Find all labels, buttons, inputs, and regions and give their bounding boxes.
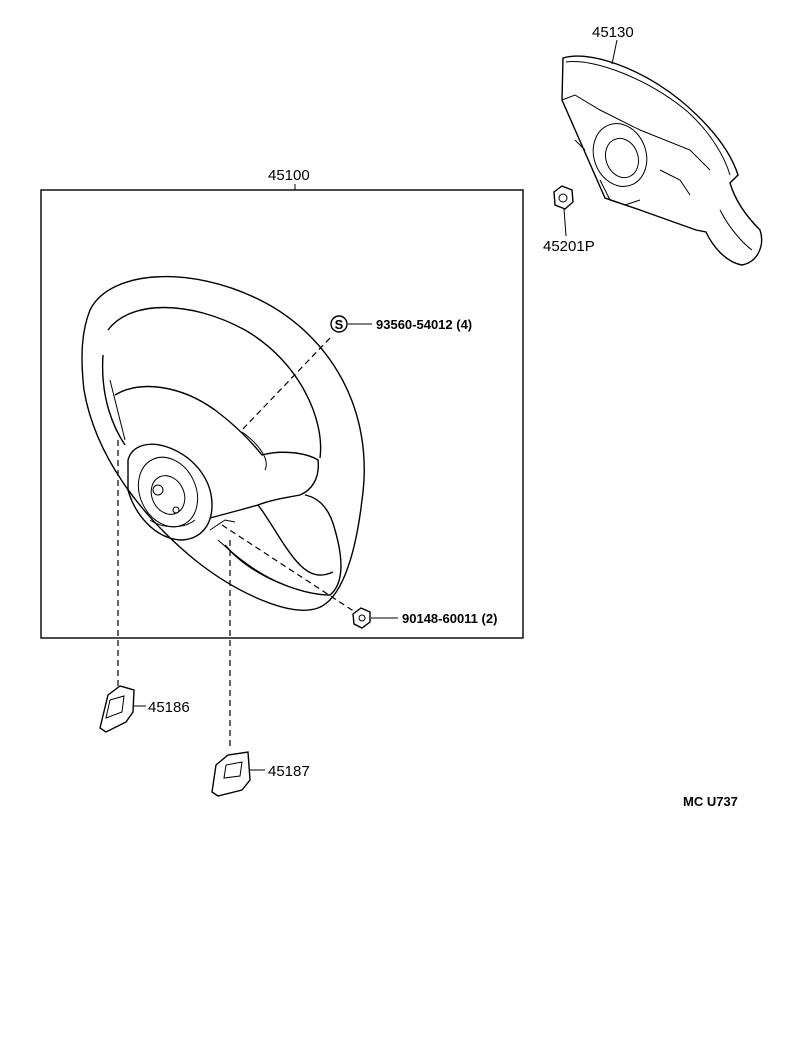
small-nut-icon [352, 607, 371, 629]
label-90148: 90148-60011 (2) [402, 611, 497, 626]
cover-right-drawing [211, 751, 251, 797]
s-symbol-text: S [335, 317, 344, 332]
assembly-frame [40, 189, 524, 639]
s-symbol-icon [330, 315, 348, 333]
label-45187: 45187 [268, 763, 310, 780]
cover-left-drawing [99, 685, 135, 733]
leader-93560 [239, 337, 331, 433]
leader-45130 [611, 39, 618, 65]
label-93560: 93560-54012 (4) [376, 317, 472, 332]
leader-45201P [563, 208, 567, 237]
diagram-code: MC U737 [683, 794, 738, 809]
leader-90148 [221, 524, 356, 613]
steering-wheel-drawing [81, 275, 365, 611]
label-45130: 45130 [592, 24, 634, 41]
label-45186: 45186 [148, 699, 190, 716]
horn-pad-drawing [561, 55, 763, 266]
label-45100: 45100 [268, 167, 310, 184]
label-45201P: 45201P [543, 238, 595, 255]
nut-icon [553, 185, 574, 210]
